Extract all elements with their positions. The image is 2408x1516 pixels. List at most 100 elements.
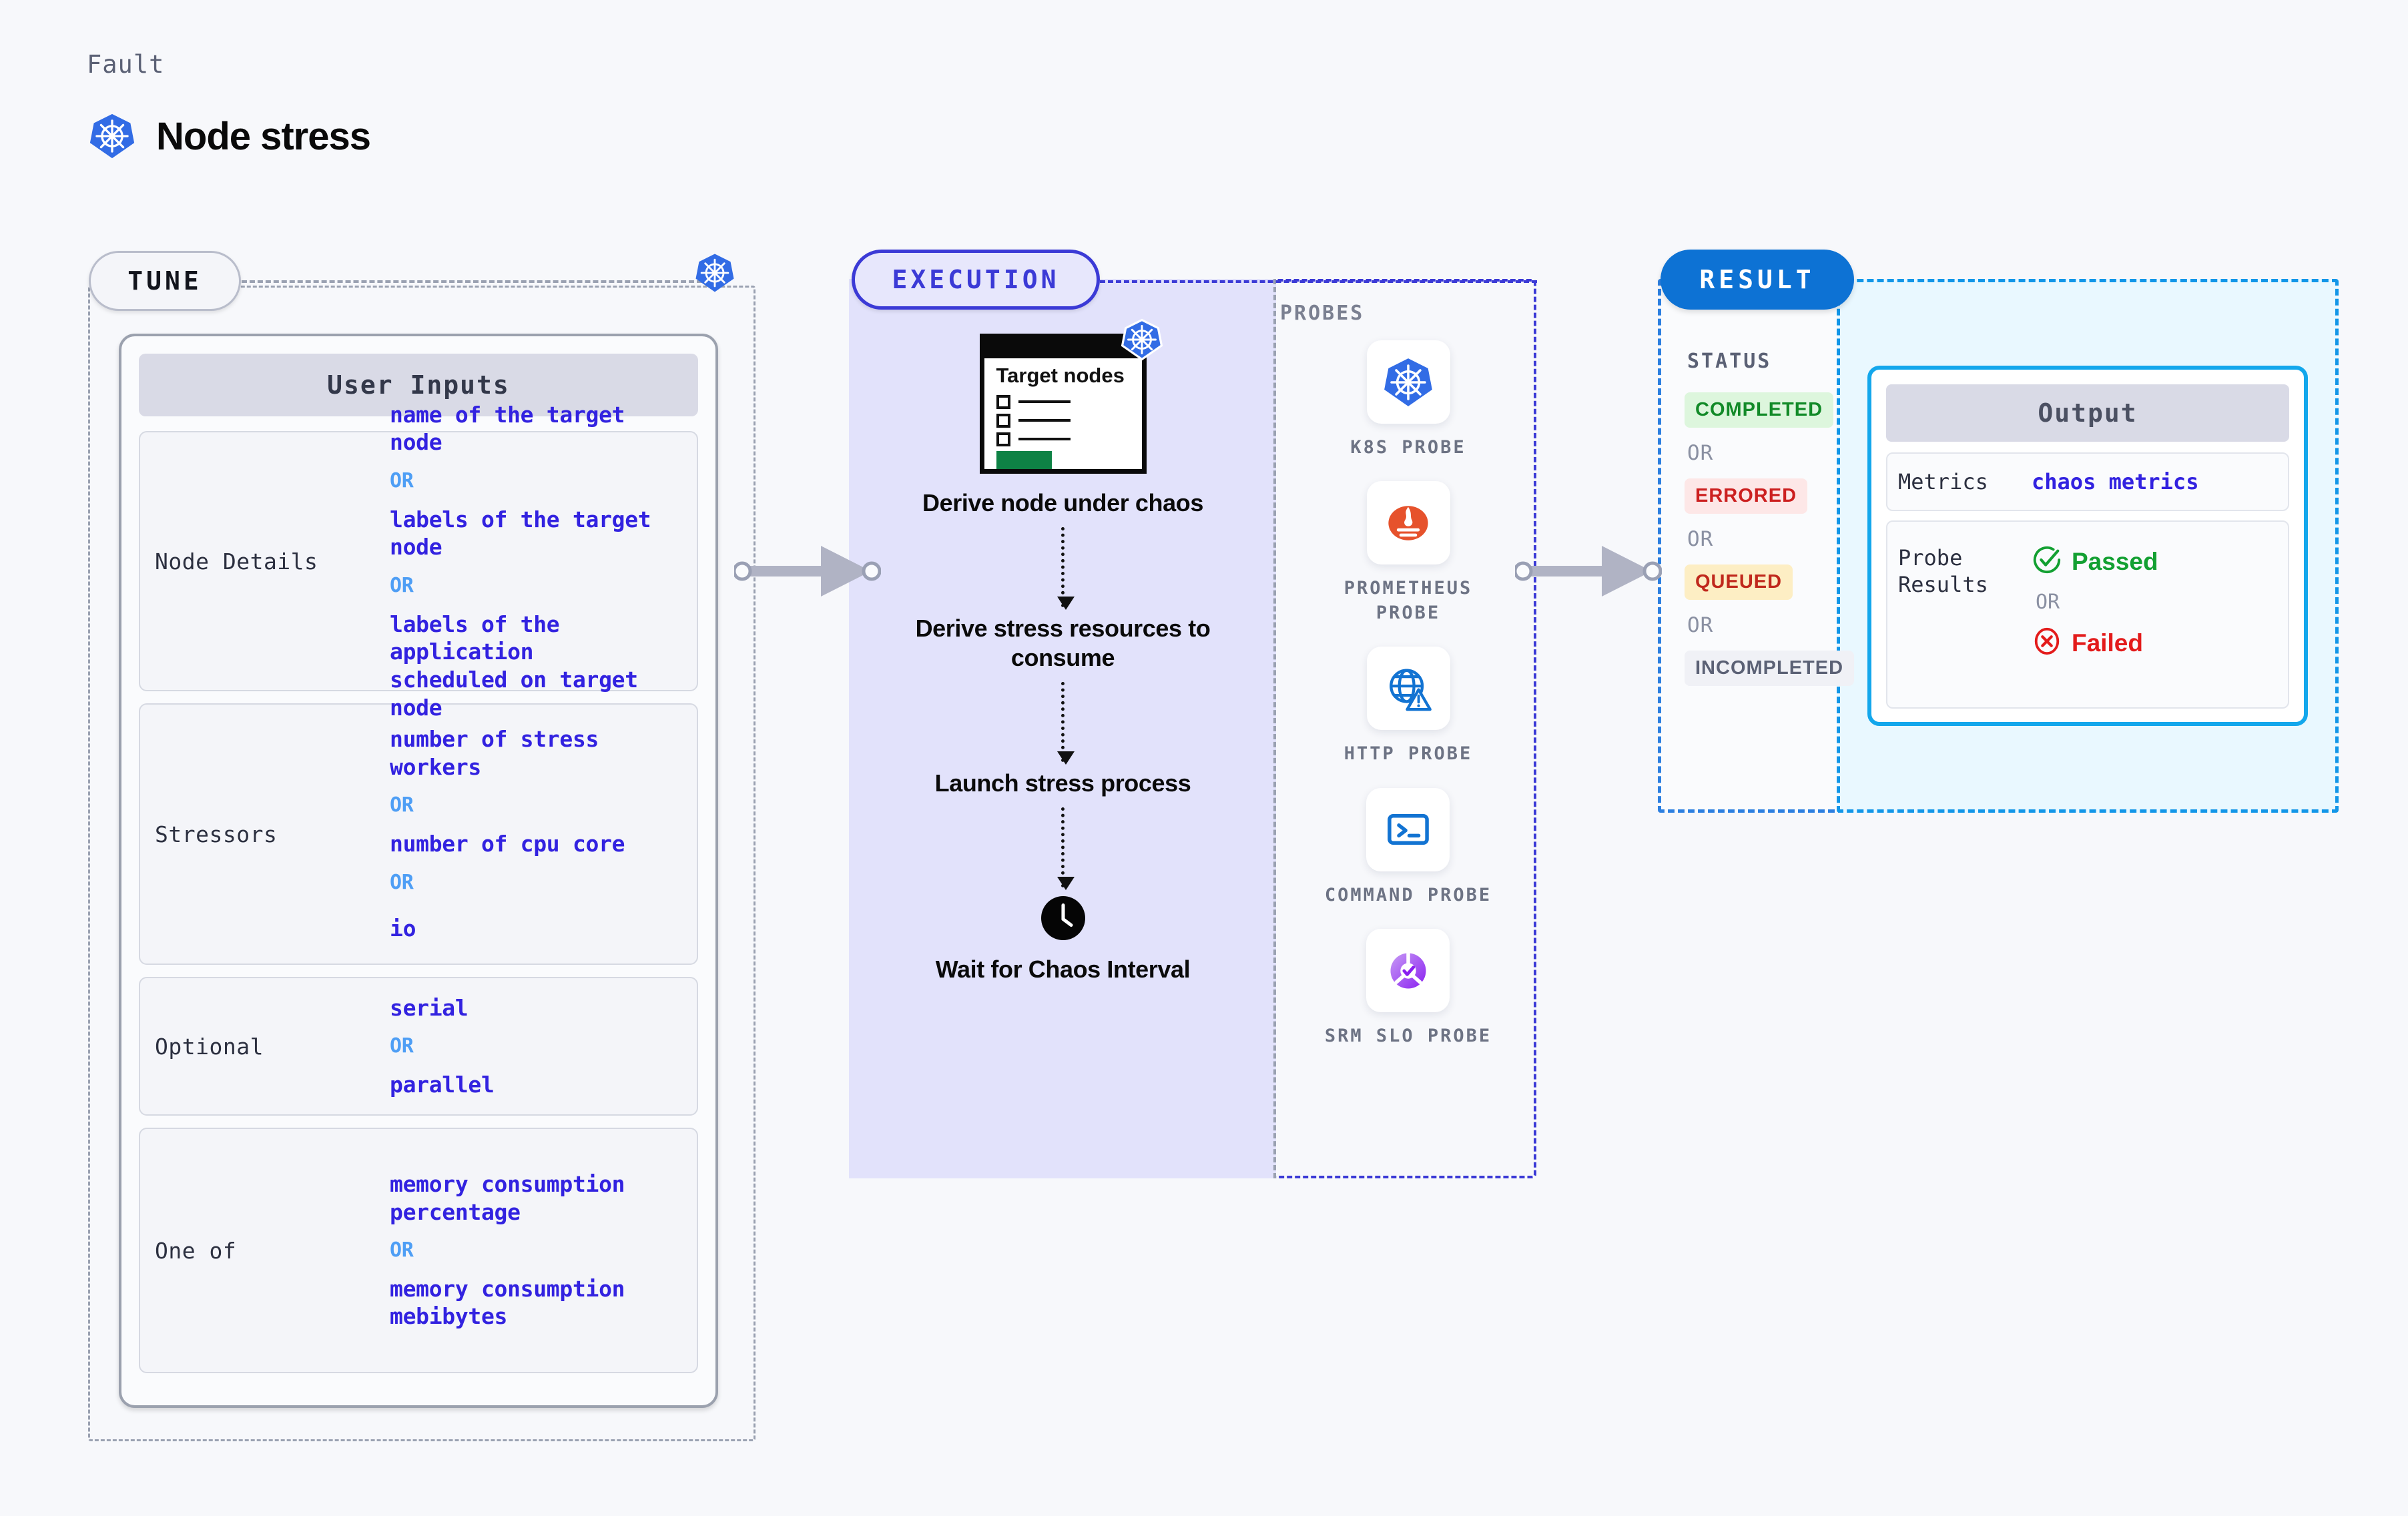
param-or: OR [390,793,414,817]
failed-label: Failed [2072,629,2143,657]
kubernetes-icon [88,112,136,160]
http-globe-warning-icon [1366,647,1450,731]
param-or: OR [390,1034,414,1058]
clock-icon [1039,894,1087,945]
result-pill-label: RESULT [1699,265,1815,294]
param-group-optional: Optional serial OR parallel [139,977,698,1116]
fault-label: Fault [87,50,165,79]
probe-item-k8s[interactable]: K8S PROBE [1350,340,1466,460]
status-or: OR [1687,613,1714,637]
probe-item-srm-slo[interactable]: SRM SLO PROBE [1325,929,1492,1048]
param-value: parallel [390,1071,495,1098]
status-section-label: STATUS [1687,350,1772,373]
param-value: name of the target node [390,401,625,456]
status-badge-completed: COMPLETED [1685,392,1834,428]
output-header: Output [1886,384,2289,442]
flow-step-label: Derive stress resources to consume [915,614,1211,671]
param-label: One of [155,1237,237,1264]
execution-flow: Target nodes [868,318,1258,984]
flow-step-label: Derive node under chaos [922,489,1203,516]
connector-tune-to-execution [734,546,881,597]
checkbox-icon [996,394,1010,409]
fault-title-row: Node stress [88,112,371,160]
param-or: OR [390,574,414,597]
probe-results-or: OR [2036,591,2060,614]
check-circle-icon [2032,544,2062,579]
probe-item-prometheus[interactable]: PROMETHEUS PROBE [1308,481,1508,625]
param-label: Optional [155,1033,264,1060]
node-row [996,432,1142,446]
flow-arrow-icon [1057,807,1075,890]
execution-pill[interactable]: EXECUTION [852,250,1100,310]
target-nodes-card: Target nodes [979,318,1163,474]
param-or: OR [390,469,414,493]
checkbox-icon [996,432,1010,446]
node-checkbox-rows [984,390,1142,446]
probes-list: K8S PROBE PROMETHEUS PROBE [1308,340,1508,1070]
prometheus-icon [1366,481,1450,565]
param-value: serial [390,994,469,1021]
param-values: number of stress workers OR number of cp… [390,716,690,952]
param-group-stressors: Stressors number of stress workers OR nu… [139,703,698,965]
result-pill[interactable]: RESULT [1661,250,1854,310]
output-header-label: Output [2038,398,2138,428]
x-circle-icon [2032,626,2062,660]
srm-slo-icon [1366,929,1450,1013]
param-group-node-details: Node Details name of the target node OR … [139,402,698,721]
param-value: number of stress workers [390,726,599,780]
probes-section-label: PROBES [1280,302,1365,325]
param-value: number of cpu core [390,831,625,857]
flow-arrow-icon [1057,526,1075,610]
param-value: labels of the application scheduled on t… [390,611,638,721]
probe-label: PROMETHEUS PROBE [1343,578,1473,623]
kubernetes-icon [1366,340,1450,424]
param-or: OR [390,1238,414,1262]
node-row [996,413,1142,428]
probe-label: K8S PROBE [1350,437,1466,458]
param-label: Node Details [155,548,318,575]
tune-region [88,286,756,1441]
kubernetes-icon [1121,318,1163,364]
param-values: serial OR parallel [390,985,690,1108]
probe-label: COMMAND PROBE [1324,884,1492,905]
status-or: OR [1687,527,1714,551]
param-value: memory consumption percentage [390,1170,625,1225]
checkbox-icon [996,413,1010,428]
tune-dashed-connector [242,280,702,283]
passed-label: Passed [2072,547,2158,575]
param-value: labels of the target node [390,506,651,560]
status-badge-errored: ERRORED [1685,478,1808,514]
connector-execution-to-result [1515,546,1662,597]
kubernetes-icon [694,252,735,297]
param-value: memory consumption mebibytes [390,1275,625,1330]
probe-label: SRM SLO PROBE [1324,1026,1492,1047]
node-row [996,394,1142,409]
probe-result-failed: Failed [2032,626,2158,660]
output-card: Output Metrics chaos metrics Probe Resul… [1867,366,2308,726]
metrics-value: chaos metrics [2032,469,2199,494]
tune-pill[interactable]: TUNE [89,251,241,311]
param-values: name of the target node OR labels of the… [390,392,690,731]
probe-results-values: Passed OR Failed [2032,544,2158,660]
user-inputs-card: User Inputs Node Details name of the tar… [119,334,718,1408]
progress-bar [996,450,1052,469]
param-label: Stressors [155,821,278,847]
metrics-label: Metrics [1898,469,1988,494]
output-row-probe-results: Probe Results Passed OR [1886,520,2289,709]
probe-item-command[interactable]: COMMAND PROBE [1324,787,1492,907]
page-title: Node stress [156,114,371,158]
output-row-metrics: Metrics chaos metrics [1886,452,2289,511]
param-values: memory consumption percentage OR memory … [390,1161,690,1340]
terminal-icon [1366,787,1450,871]
probe-result-passed: Passed [2032,544,2158,579]
probe-results-label: Probe Results [1898,545,1988,597]
execution-dashed-connector [1100,280,1537,283]
probe-item-http[interactable]: HTTP PROBE [1344,647,1473,766]
param-or: OR [390,870,414,894]
status-badge-incompleted: INCOMPLETED [1685,651,1855,686]
param-group-one-of: One of memory consumption percentage OR … [139,1128,698,1373]
flow-arrow-icon [1057,681,1075,765]
status-badge-queued: QUEUED [1685,564,1793,600]
execution-pill-label: EXECUTION [892,265,1060,294]
tune-pill-label: TUNE [127,266,202,296]
